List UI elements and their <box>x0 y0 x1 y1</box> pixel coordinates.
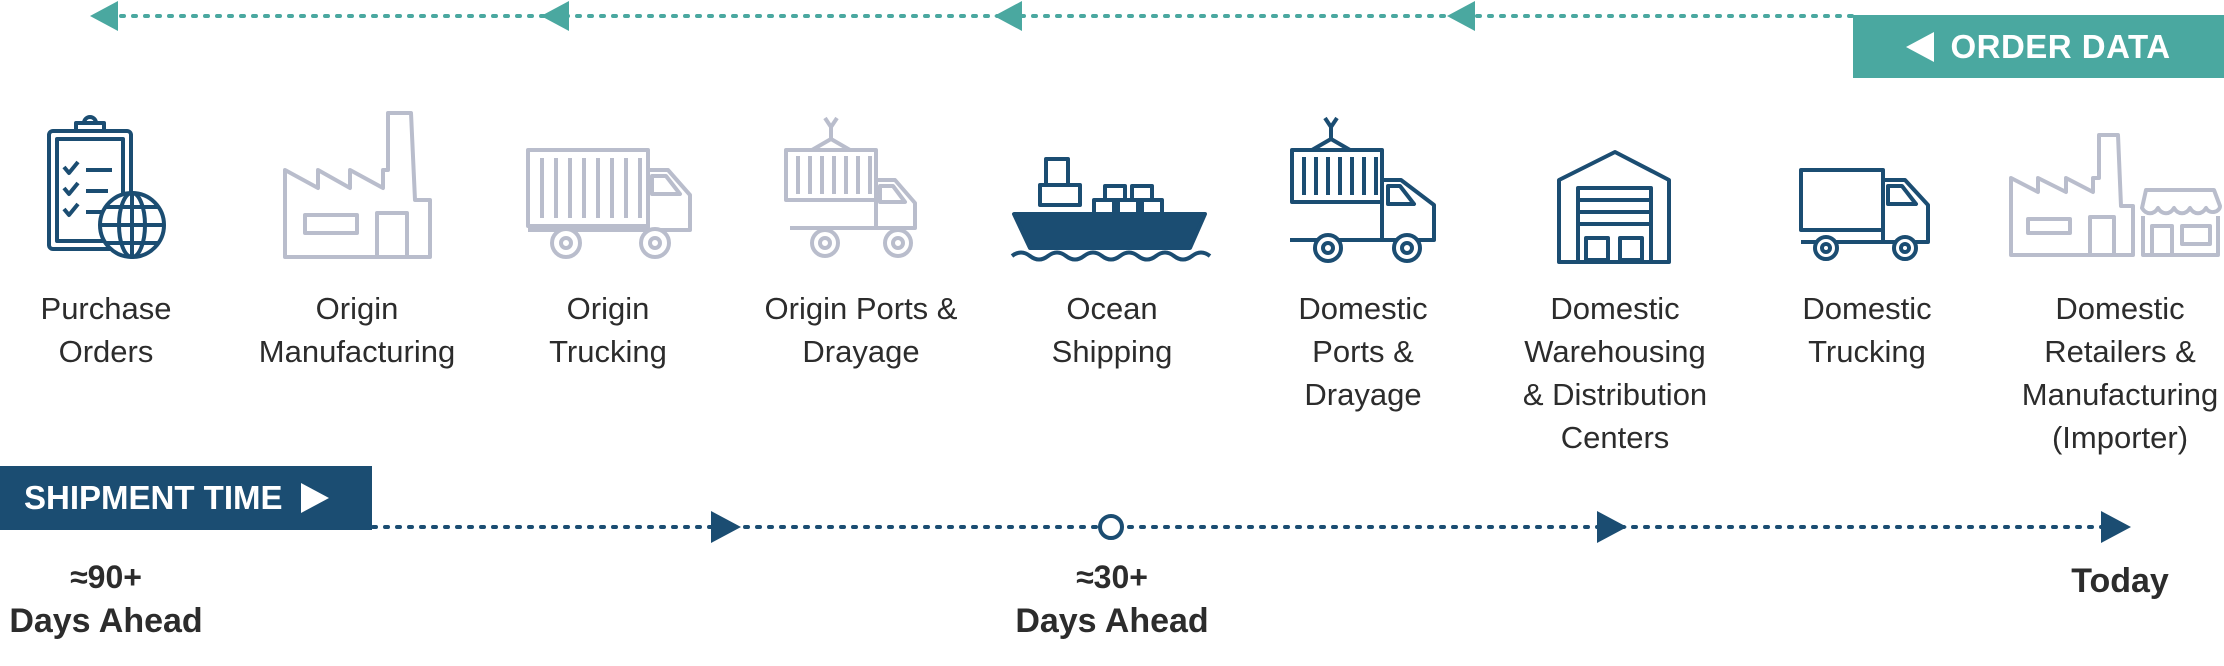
left-triangle-icon <box>1906 31 1935 62</box>
stage-label-domestic-retailers: Domestic Retailers & Manufacturing (Impo… <box>2021 291 2219 455</box>
timeline-label-today: Today <box>2071 557 2169 605</box>
order-arrowhead-2 <box>541 1 569 31</box>
shipment-arrowhead-1 <box>711 511 741 543</box>
box-truck-icon <box>1799 168 1930 261</box>
timeline-caption: Days Ahead <box>9 602 203 640</box>
stage-label-origin-ports-drayage: Origin Ports & Drayage <box>764 291 958 369</box>
crane-truck-icon <box>784 116 917 258</box>
shipment-time-banner: SHIPMENT TIME <box>0 466 372 530</box>
cargo-ship-icon <box>1010 157 1212 262</box>
timeline-label-90-days: ≈90+ Days Ahead <box>9 557 202 645</box>
container-truck-icon <box>526 148 692 259</box>
stage-label-origin-manufacturing: Origin Manufacturing <box>258 291 456 369</box>
factory-icon <box>283 111 432 259</box>
stage-label-domestic-warehousing: Domestic Warehousing & Distribution Cent… <box>1522 291 1708 455</box>
crane-truck-icon <box>1290 116 1436 263</box>
stage-label-ocean-shipping: Ocean Shipping <box>1051 291 1173 369</box>
stage-label-domestic-ports-drayage: Domestic Ports & Drayage <box>1298 291 1428 412</box>
shipment-time-label: SHIPMENT TIME <box>24 479 283 516</box>
shipment-arrowhead-3 <box>2101 511 2131 543</box>
timeline-caption: Today <box>2071 562 2169 600</box>
stage-label-domestic-trucking: Domestic Trucking <box>1802 291 1932 369</box>
timeline-value: ≈90+ <box>70 559 142 595</box>
warehouse-icon <box>1557 150 1671 264</box>
stage-label-origin-trucking: Origin Trucking <box>549 291 667 369</box>
timeline-label-30-days: ≈30+ Days Ahead <box>1015 557 1208 645</box>
order-data-banner: ORDER DATA <box>1853 15 2224 78</box>
shipment-arrowhead-2 <box>1597 511 1627 543</box>
factory-store-icon <box>2009 133 2222 257</box>
order-arrowhead-3 <box>994 1 1022 31</box>
shipment-midpoint-marker <box>1098 514 1124 540</box>
shipment-time-arrow-line <box>371 511 2131 543</box>
timeline-caption: Days Ahead <box>1015 602 1209 640</box>
clipboard-globe-icon <box>47 115 166 259</box>
order-arrowhead-4 <box>1447 1 1475 31</box>
order-data-arrow-line <box>90 1 1854 31</box>
order-arrowhead-1 <box>90 1 118 31</box>
order-data-label: ORDER DATA <box>1950 27 2171 65</box>
timeline-value: ≈30+ <box>1076 559 1148 595</box>
stage-label-purchase-orders: Purchase Orders <box>40 291 172 369</box>
right-triangle-icon <box>300 483 329 513</box>
